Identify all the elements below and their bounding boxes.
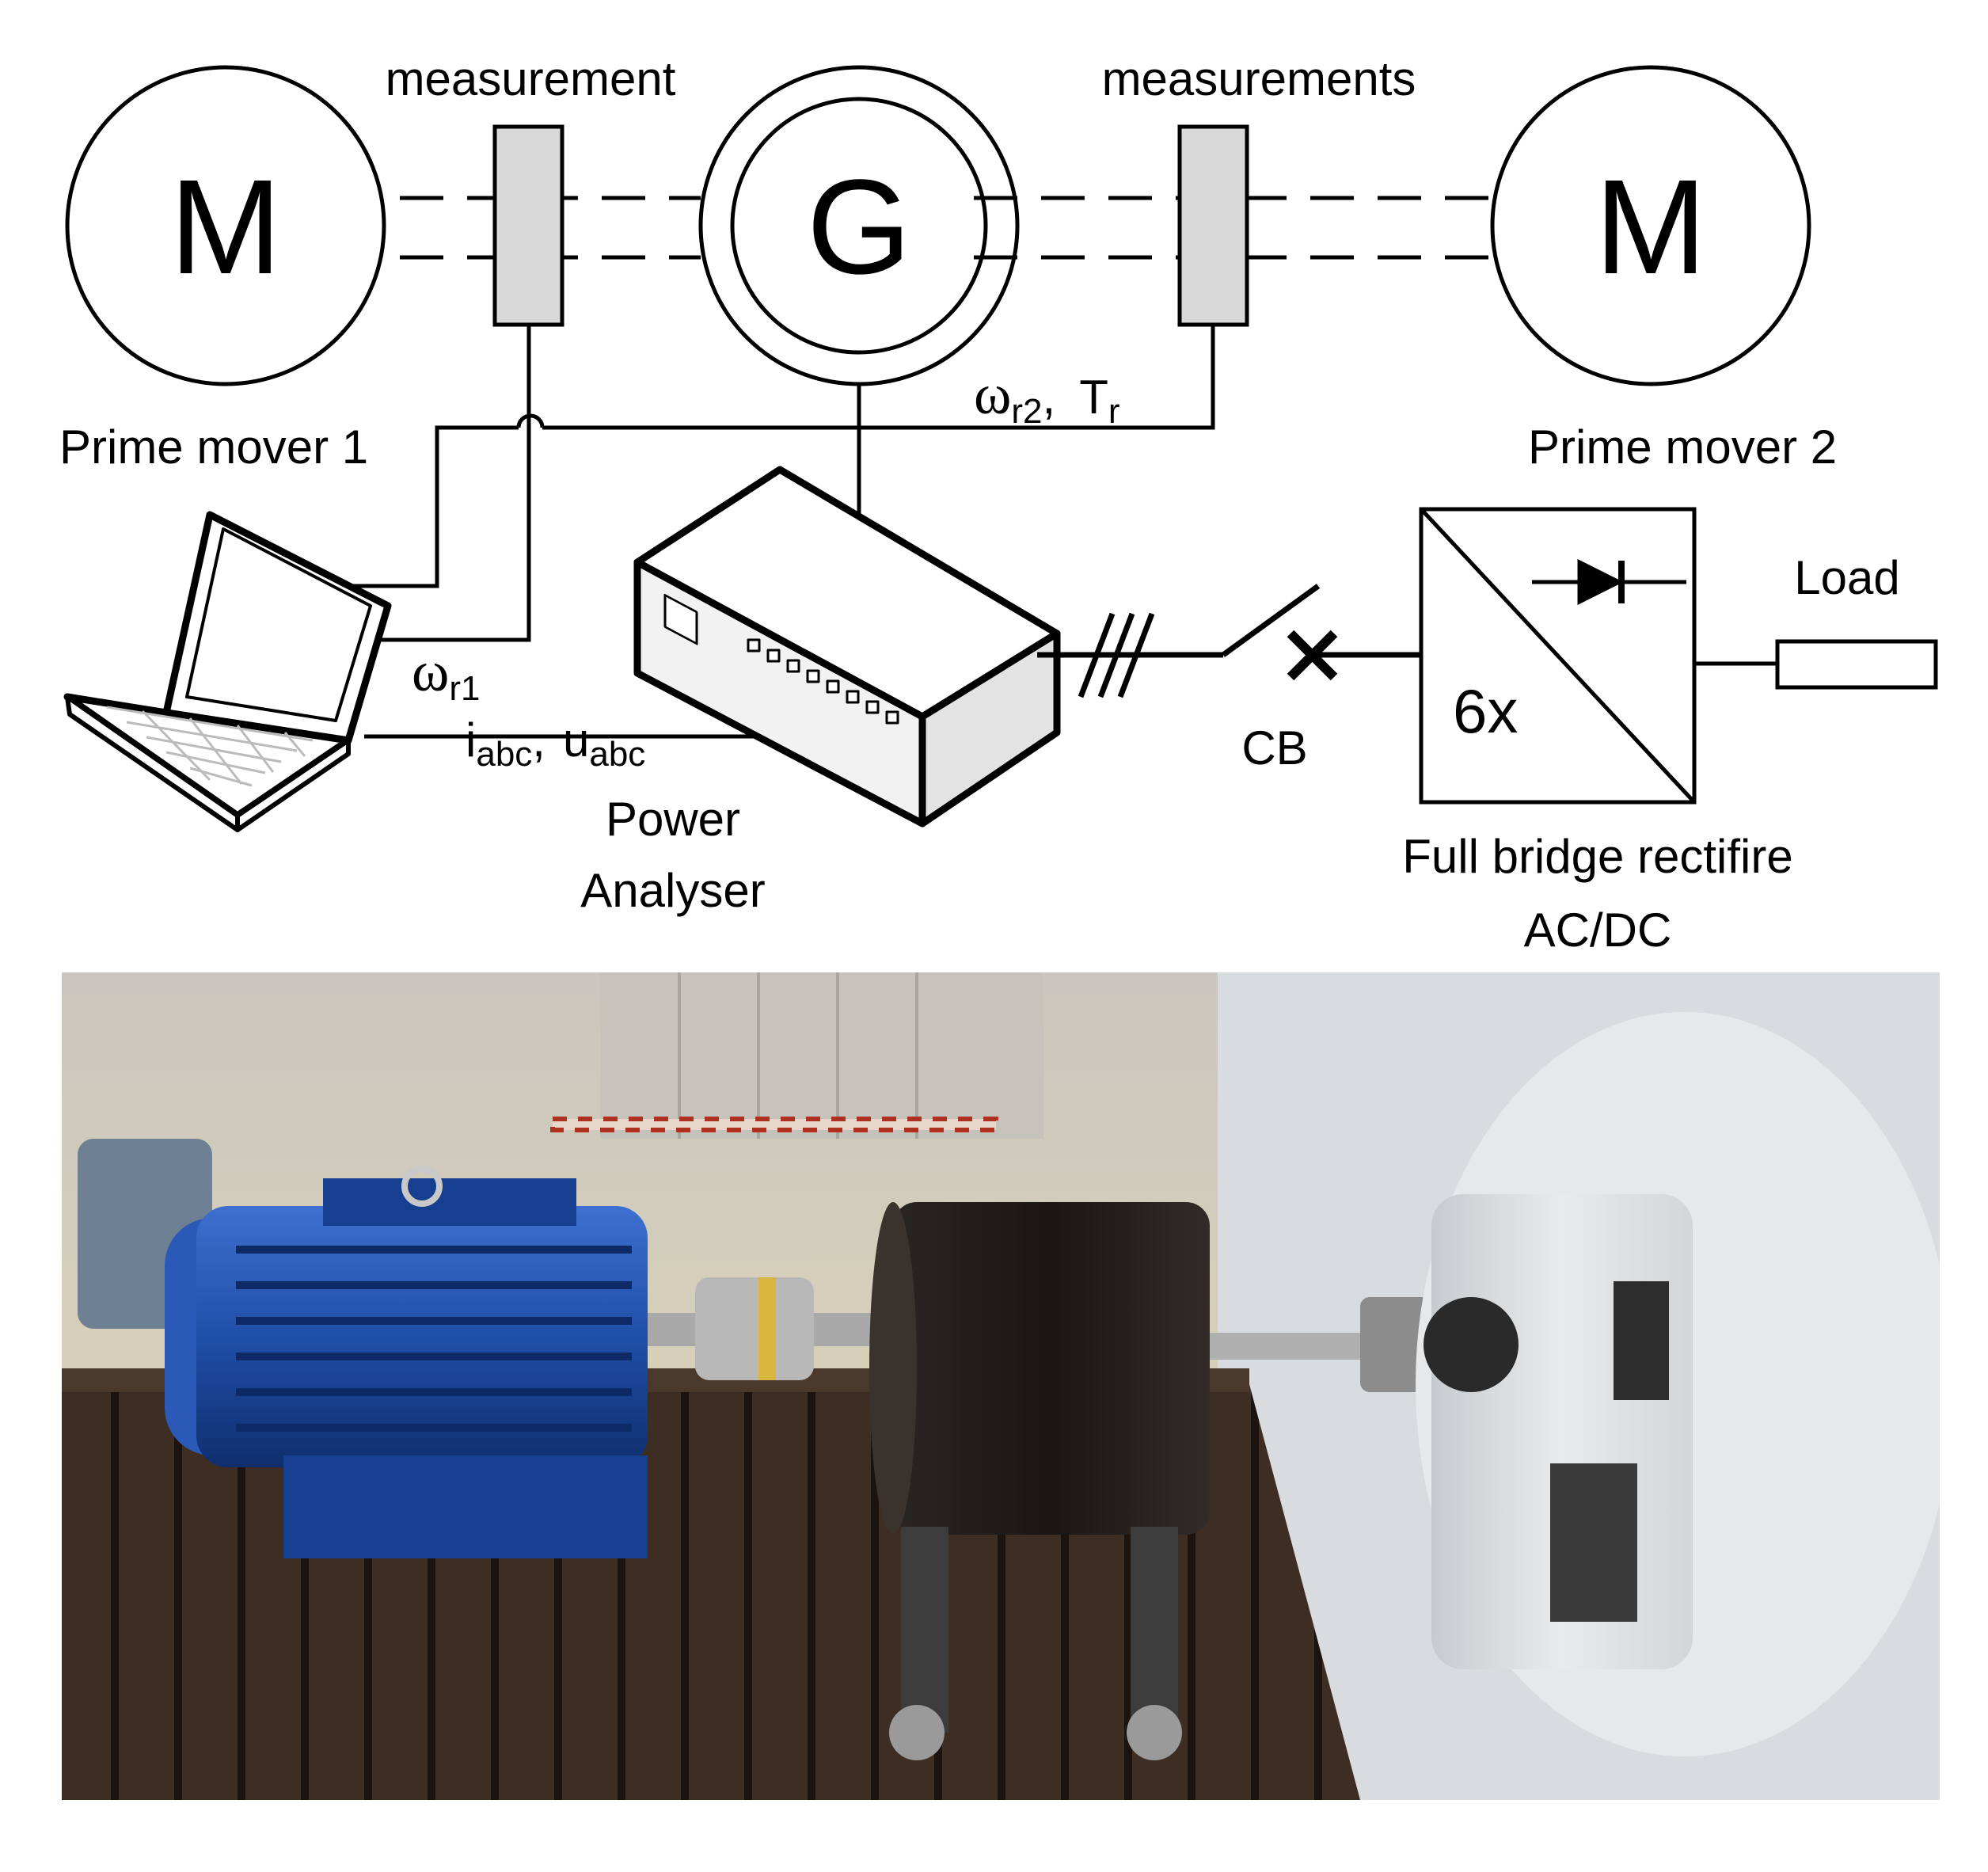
current-symbol: i xyxy=(466,713,476,767)
shaft-right xyxy=(974,196,1496,260)
omega-r2: ω xyxy=(974,363,1011,426)
power-analyser-label-line1: Power xyxy=(606,793,740,846)
signal-wr2-tr-label: ωr2, Tr xyxy=(974,363,1120,431)
generator: G xyxy=(698,65,1020,386)
circuit-breaker-label: CB xyxy=(1241,721,1307,774)
prime-mover-2-label: Prime mover 2 xyxy=(1528,420,1837,474)
measurement-sensor-left xyxy=(492,124,564,327)
motor-left-symbol: M xyxy=(169,152,282,302)
current-sub: abc xyxy=(476,735,532,774)
test-bench-schematic: M Prime mover 1 measurement G measuremen… xyxy=(59,52,1938,957)
torque-symbol: T xyxy=(1079,371,1108,424)
torque-flange xyxy=(1360,1297,1431,1392)
barrier-tape xyxy=(550,1117,998,1132)
torque-sub: r xyxy=(1108,392,1120,431)
measurement-sensor-right xyxy=(1177,124,1249,327)
rectifier-count: 6x xyxy=(1453,676,1518,746)
circuit-breaker-icon xyxy=(1287,630,1338,681)
prime-mover-2: M xyxy=(1490,65,1811,386)
omega-r1: ω xyxy=(412,640,449,703)
blue-motor xyxy=(165,1166,648,1558)
signal-iabc-uabc-label: iabc,uabc xyxy=(466,713,645,774)
rectifier-label-line1: Full bridge rectifire xyxy=(1402,830,1793,883)
cabinet-lines xyxy=(678,972,918,1139)
load-label: Load xyxy=(1794,551,1899,604)
load-resistor xyxy=(1775,639,1938,690)
omega-r1-sub: r1 xyxy=(449,669,480,708)
rectifier-label-line2: AC/DC xyxy=(1524,904,1672,957)
signal-separator: , xyxy=(1043,371,1056,424)
signal-wr1-label: ωr1 xyxy=(412,640,481,708)
generator-symbol: G xyxy=(807,152,911,302)
motor-right-symbol: M xyxy=(1595,152,1707,302)
power-analyser-device xyxy=(633,466,1061,828)
voltage-symbol: u xyxy=(563,713,589,767)
switch-blade xyxy=(1221,584,1321,657)
dynamometer xyxy=(1416,1012,1940,1756)
measurement-right-label: measurements xyxy=(1102,52,1416,105)
three-phase-line xyxy=(1037,584,1421,698)
prime-mover-1: M xyxy=(65,65,386,386)
laptop-icon xyxy=(63,511,392,832)
test-bench-photo xyxy=(62,972,1940,1800)
diode-icon xyxy=(1532,558,1686,606)
voltage-sub: abc xyxy=(589,735,645,774)
black-generator xyxy=(869,1202,1210,1760)
power-analyser-label-line2: Analyser xyxy=(580,864,765,917)
cabinets xyxy=(600,972,1043,1139)
signal-wiring xyxy=(348,325,1215,739)
omega-r2-sub: r2 xyxy=(1011,392,1042,431)
prime-mover-1-label: Prime mover 1 xyxy=(59,420,368,474)
signal-separator-2: , xyxy=(532,713,545,767)
rectifier-block xyxy=(1419,507,1697,805)
measurement-left-label: measurement xyxy=(386,52,676,105)
